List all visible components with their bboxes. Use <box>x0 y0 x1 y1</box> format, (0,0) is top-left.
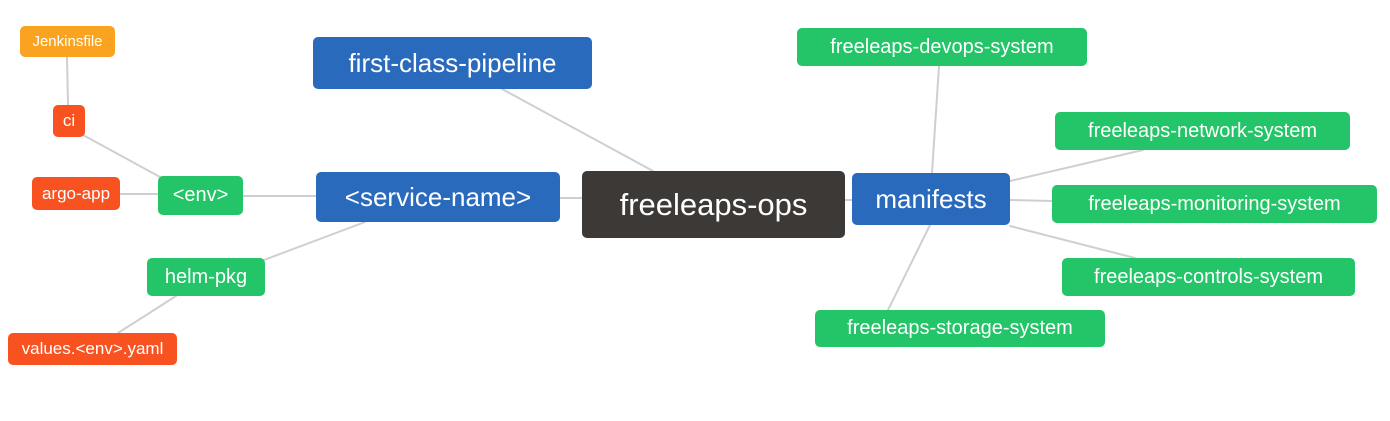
node-freeleaps-storage-system[interactable]: freeleaps-storage-system <box>815 310 1105 347</box>
node-label: <env> <box>172 184 229 206</box>
node-freeleaps-ops[interactable]: freeleaps-ops <box>582 171 845 238</box>
node-values-env-yaml[interactable]: values.<env>.yaml <box>8 333 177 365</box>
node-ci[interactable]: ci <box>53 105 85 137</box>
edge-service-name-to-helm-pkg <box>263 221 366 261</box>
edge-manifests-to-freeleaps-storage-system <box>887 224 931 311</box>
node-label: <service-name> <box>344 181 532 212</box>
node-label: freeleaps-network-system <box>1088 119 1317 142</box>
node-label: freeleaps-monitoring-system <box>1088 192 1341 215</box>
node-label: Jenkinsfile <box>32 33 103 50</box>
node-label: helm-pkg <box>164 265 248 288</box>
node-freeleaps-controls-system[interactable]: freeleaps-controls-system <box>1062 258 1355 296</box>
node-freeleaps-monitoring-system[interactable]: freeleaps-monitoring-system <box>1052 185 1377 223</box>
edge-helm-pkg-to-values-env-yaml <box>117 295 177 334</box>
node-argo-app[interactable]: argo-app <box>32 177 120 210</box>
node-label: first-class-pipeline <box>348 47 557 78</box>
node-label: ci <box>62 111 76 130</box>
edge-first-class-pipeline-to-freeleaps-ops <box>501 88 654 172</box>
edge-manifests-to-freeleaps-network-system <box>1009 149 1144 182</box>
node-jenkinsfile[interactable]: Jenkinsfile <box>20 26 115 57</box>
node-freeleaps-network-system[interactable]: freeleaps-network-system <box>1055 112 1350 150</box>
node-helm-pkg[interactable]: helm-pkg <box>147 258 265 296</box>
node-label: freeleaps-devops-system <box>830 35 1054 58</box>
node-env[interactable]: <env> <box>158 176 243 215</box>
node-manifests[interactable]: manifests <box>852 173 1010 225</box>
node-label: values.<env>.yaml <box>21 339 164 358</box>
node-service-name[interactable]: <service-name> <box>316 172 560 222</box>
node-label: freeleaps-ops <box>619 186 808 222</box>
node-freeleaps-devops-system[interactable]: freeleaps-devops-system <box>797 28 1087 66</box>
edge-ci-to-env <box>82 134 161 178</box>
node-label: freeleaps-storage-system <box>847 317 1073 339</box>
edge-manifests-to-freeleaps-monitoring-system <box>1009 199 1053 202</box>
edge-jenkinsfile-to-ci <box>66 56 69 106</box>
node-label: manifests <box>875 183 987 214</box>
node-label: freeleaps-controls-system <box>1094 265 1323 288</box>
node-first-class-pipeline[interactable]: first-class-pipeline <box>313 37 592 89</box>
edge-manifests-to-freeleaps-devops-system <box>931 65 940 174</box>
edge-manifests-to-freeleaps-controls-system <box>1009 225 1136 259</box>
node-label: argo-app <box>41 183 111 203</box>
